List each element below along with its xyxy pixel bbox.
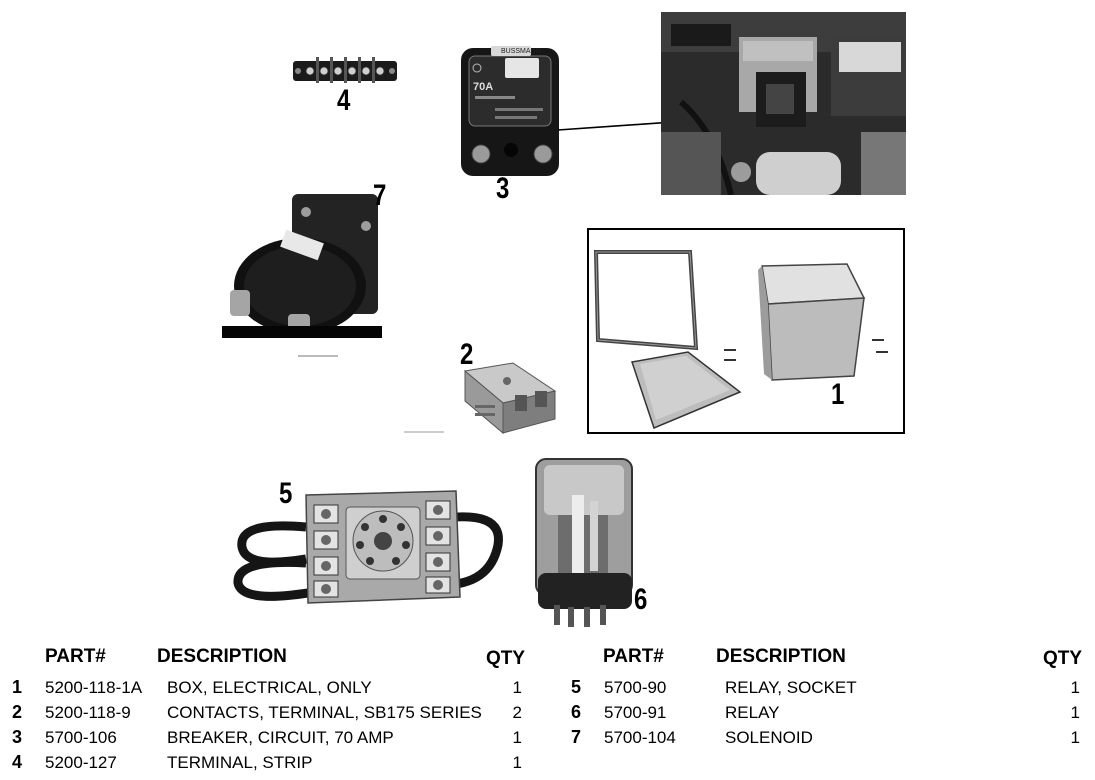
relay-photo: [535, 458, 633, 627]
part-description: RELAY, SOCKET: [725, 678, 857, 697]
row-number: 3: [12, 727, 23, 747]
part-number: 5200-127: [45, 753, 117, 772]
part-description: BOX, ELECTRICAL, ONLY: [167, 678, 372, 697]
installation-photo: [661, 12, 906, 195]
part-description: SOLENOID: [725, 728, 813, 747]
solenoid-photo: [222, 190, 382, 338]
part-qty: 1: [1070, 678, 1080, 697]
part-qty: 1: [512, 678, 522, 697]
row-number: 7: [571, 727, 582, 747]
left-header-qty: QTY: [486, 648, 526, 669]
circuit-breaker-photo: BUSSMANN 70A: [461, 46, 559, 176]
part-qty: 1: [1070, 703, 1080, 722]
part-description: CONTACTS, TERMINAL, SB175 SERIES: [167, 703, 482, 722]
electrical-box-frame: [587, 228, 905, 434]
terminal-strip-photo: [293, 57, 397, 83]
part-description: BREAKER, CIRCUIT, 70 AMP: [167, 728, 394, 747]
row-number: 2: [12, 702, 23, 722]
solenoid-shadow-mark: [298, 355, 338, 357]
callout-3: 3: [496, 172, 510, 205]
left-header-part: PART#: [45, 646, 106, 667]
part-qty: 1: [512, 728, 522, 747]
part-number: 5200-118-9: [45, 703, 131, 722]
callout-4: 4: [337, 84, 351, 117]
electrical-box-photo: [593, 250, 888, 430]
right-header-qty: QTY: [1043, 648, 1083, 669]
callout-7: 7: [373, 179, 387, 212]
right-header-part: PART#: [603, 646, 664, 667]
row-number: 5: [571, 677, 582, 697]
row-number: 4: [12, 752, 23, 772]
terminal-contacts-photo: [463, 362, 557, 435]
right-header-description: DESCRIPTION: [716, 646, 846, 667]
callout-6: 6: [634, 583, 648, 616]
part-number: 5700-90: [604, 678, 667, 697]
row-number: 1: [12, 677, 23, 697]
breaker-rating-text: 70A: [473, 81, 493, 93]
connector-shadow-mark: [404, 431, 444, 433]
part-description: RELAY: [725, 703, 780, 722]
part-number: 5700-106: [45, 728, 117, 747]
row-number: 6: [571, 702, 582, 722]
part-number: 5700-91: [604, 703, 667, 722]
relay-socket-photo: [233, 490, 503, 604]
part-number: 5200-118-1A: [45, 678, 143, 697]
part-description: TERMINAL, STRIP: [167, 753, 313, 772]
callout-2: 2: [460, 338, 474, 371]
part-qty: 1: [1070, 728, 1080, 747]
left-header-description: DESCRIPTION: [157, 646, 287, 667]
callout-5: 5: [279, 477, 293, 510]
callout-1: 1: [831, 378, 845, 411]
part-qty: 1: [512, 753, 522, 772]
breaker-brand-text: BUSSMANN: [501, 48, 541, 55]
part-qty: 2: [512, 703, 522, 722]
part-number: 5700-104: [604, 728, 676, 747]
